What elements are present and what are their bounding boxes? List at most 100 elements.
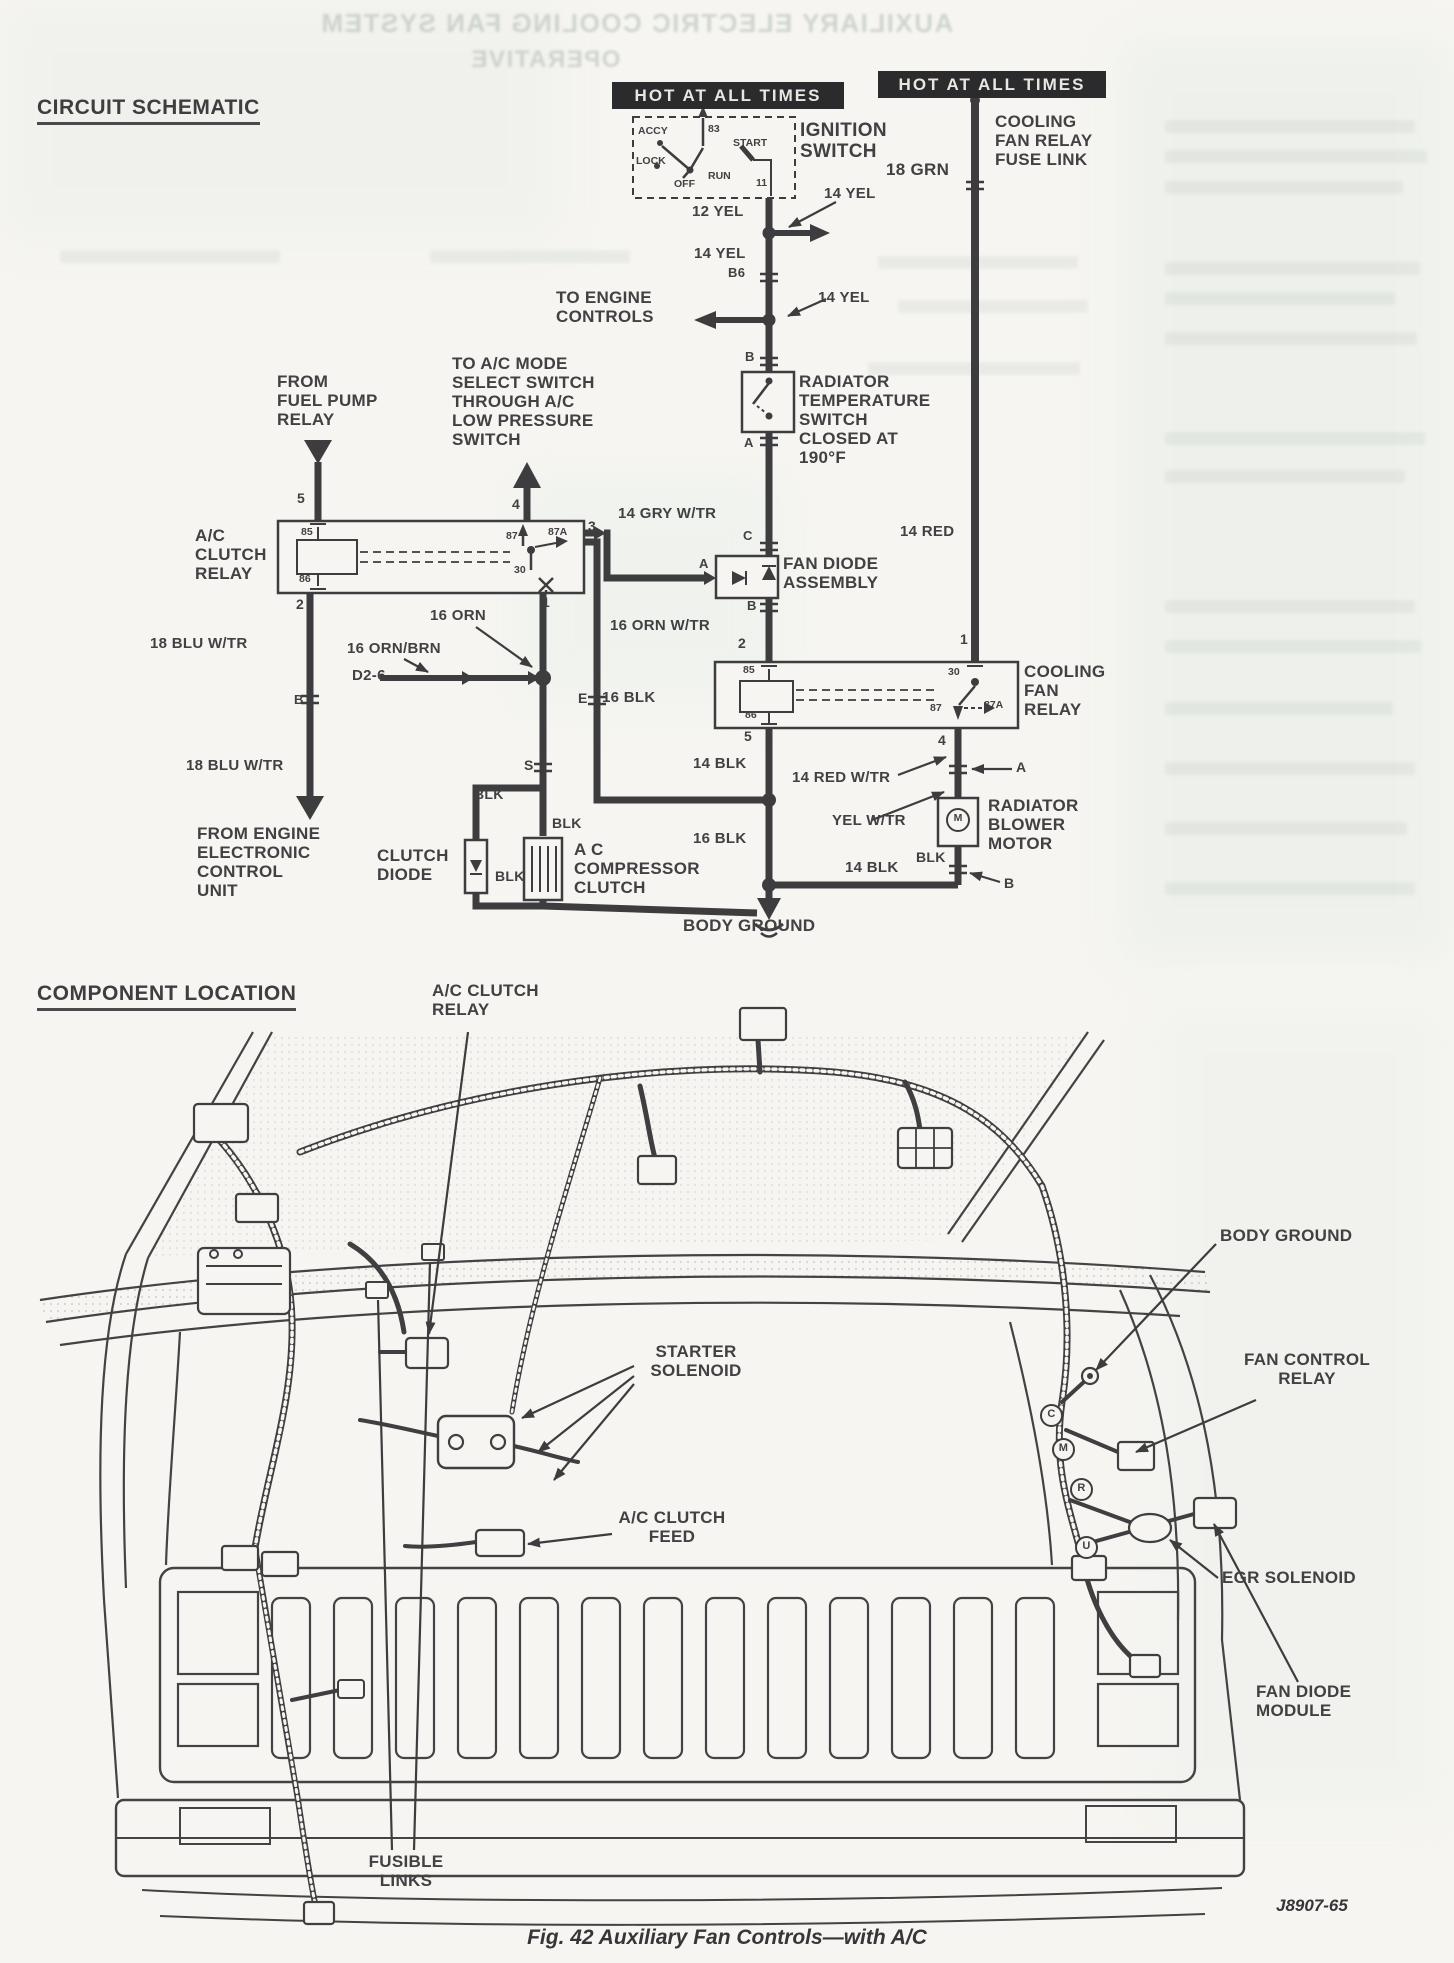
fda-term-c: C [743, 528, 753, 543]
cfr-term-87: 87 [930, 702, 942, 714]
bleed-smudge [1165, 181, 1403, 194]
fan-control-relay-callout: FAN CONTROL RELAY [1243, 1350, 1371, 1389]
ac-relay-term-85: 85 [301, 526, 313, 538]
bleed-smudge [1165, 822, 1407, 835]
vehicle-outline [39, 1031, 1242, 1801]
wire-yel-wtr: YEL W/TR [832, 812, 906, 829]
ignition-term-83: 83 [708, 123, 720, 135]
ac-relay-term-86: 86 [299, 573, 311, 585]
bleed-smudge [1165, 292, 1395, 305]
bleed-smudge [1165, 470, 1405, 483]
wire-14-yel-upper: 14 YEL [824, 185, 876, 202]
component-callout-leaders [376, 1031, 1299, 1851]
rts-term-a: A [744, 435, 754, 450]
cooling-fan-relay-label: COOLING FAN RELAY [1024, 662, 1106, 720]
wire-16-blk-1: 16 BLK [602, 689, 656, 706]
compressor-clutch-label: A C COMPRESSOR CLUTCH [574, 840, 700, 898]
bleed-smudge [898, 300, 1088, 313]
bleed-smudge [60, 250, 280, 263]
body-ground-schematic-label: BODY GROUND [683, 916, 816, 935]
bleed-smudge [1165, 150, 1427, 163]
ignition-pos-start: START [733, 137, 768, 149]
fusible-links-callout: FUSIBLE LINKS [368, 1852, 444, 1891]
connector-d2-6: D2-6 [352, 667, 386, 684]
ac-relay-term-87a: 87A [548, 526, 568, 538]
component-location-heading: COMPONENT LOCATION [37, 982, 297, 1011]
wire-16-orn: 16 ORN [430, 607, 486, 624]
schematic-arrowheads [296, 106, 830, 920]
wire-16-orn-wtr: 16 ORN W/TR [610, 617, 710, 634]
ac-relay-term-1: 1 [542, 594, 551, 610]
bleed-smudge [1165, 332, 1417, 345]
connector-b6: B6 [728, 265, 746, 280]
schematic-box-internals [296, 118, 995, 892]
connector-e: E [578, 690, 588, 706]
bleed-smudge [1165, 600, 1415, 613]
from-fuel-pump-label: FROM FUEL PUMP RELAY [277, 372, 378, 430]
wire-18-blu-wtr-1: 18 BLU W/TR [150, 635, 248, 652]
bleed-smudge [1165, 640, 1421, 653]
figure-code: J8907-65 [1276, 1896, 1348, 1915]
ac-relay-term-87: 87 [506, 530, 518, 542]
hot-banner-ignition: HOT AT ALL TIMES [612, 82, 844, 109]
harness-connector-letter-u: U [1075, 1536, 1098, 1559]
cfr-term-87a: 87A [984, 699, 1004, 711]
component-blobs [192, 1006, 1238, 1926]
wire-14-red: 14 RED [900, 523, 955, 540]
radiator-temp-switch-label: RADIATOR TEMPERATURE SWITCH CLOSED AT 19… [799, 372, 931, 468]
harness-connector-letter-m: M [1052, 1438, 1075, 1461]
bleed-smudge [1165, 882, 1415, 895]
fan-diode-module-callout: FAN DIODE MODULE [1256, 1682, 1352, 1721]
motor-term-a: A [1016, 759, 1027, 775]
wire-16-orn-brn: 16 ORN/BRN [347, 640, 441, 657]
wire-14-yel-lower: 14 YEL [818, 289, 870, 306]
ac-clutch-relay-callout: A/C CLUTCH RELAY [432, 981, 539, 1020]
starter-solenoid-callout: STARTER SOLENOID [650, 1342, 742, 1381]
from-eecu-label: FROM ENGINE ELECTRONIC CONTROL UNIT [197, 824, 321, 901]
grille-and-bumper [114, 1566, 1246, 1926]
rts-term-b: B [745, 349, 755, 364]
ignition-pos-run: RUN [708, 170, 731, 182]
ignition-pos-off: OFF [674, 178, 695, 190]
hot-banner-fuselink: HOT AT ALL TIMES [878, 71, 1106, 98]
cfr-term-2: 2 [738, 635, 747, 651]
cfr-term-1: 1 [960, 631, 969, 647]
egr-solenoid-callout: EGR SOLENOID [1222, 1568, 1356, 1587]
ac-relay-term-3: 3 [588, 518, 597, 534]
harness-connector-letter-c: C [1040, 1404, 1063, 1427]
ac-clutch-relay-label: A/C CLUTCH RELAY [195, 526, 267, 584]
wire-18-grn: 18 GRN [886, 160, 950, 179]
blower-motor-label: RADIATOR BLOWER MOTOR [988, 796, 1079, 854]
wire-14-blk-2: 14 BLK [845, 859, 899, 876]
wire-12-yel: 12 YEL [692, 203, 744, 220]
ac-relay-term-4: 4 [512, 496, 521, 512]
bleed-smudge [1165, 762, 1415, 775]
wire-blk-1: BLK [474, 786, 504, 802]
schematic-boxes [276, 116, 1020, 902]
bleed-smudge [1165, 262, 1420, 275]
wire-14-red-wtr: 14 RED W/TR [792, 769, 891, 786]
body-ground-callout: BODY GROUND [1220, 1226, 1353, 1245]
bleed-smudge [430, 250, 630, 263]
wire-14-gry-wtr: 14 GRY W/TR [618, 505, 717, 522]
wire-14-blk-1: 14 BLK [693, 755, 747, 772]
to-ac-mode-label: TO A/C MODE SELECT SWITCH THROUGH A/C LO… [452, 354, 595, 450]
wire-14-yel-mid: 14 YEL [694, 245, 746, 262]
fan-diode-assembly-label: FAN DIODE ASSEMBLY [783, 554, 879, 593]
connector-b-left: B [294, 692, 304, 707]
wire-blk-motor: BLK [916, 849, 946, 865]
connector-ticks [301, 180, 984, 875]
ignition-term-11: 11 [756, 177, 768, 189]
cfr-term-5: 5 [744, 728, 753, 744]
fda-term-a: A [699, 556, 709, 571]
bleed-smudge [1165, 432, 1425, 445]
fuse-link-label: COOLING FAN RELAY FUSE LINK [995, 112, 1093, 170]
motor-m: M [953, 812, 963, 824]
wire-18-blu-wtr-2: 18 BLU W/TR [186, 757, 284, 774]
fda-term-b: B [747, 598, 757, 613]
ignition-pos-lock: LOCK [636, 155, 666, 167]
schematic-leader-arrows [403, 201, 1012, 884]
ignition-switch-label: IGNITION SWITCH [800, 120, 887, 163]
